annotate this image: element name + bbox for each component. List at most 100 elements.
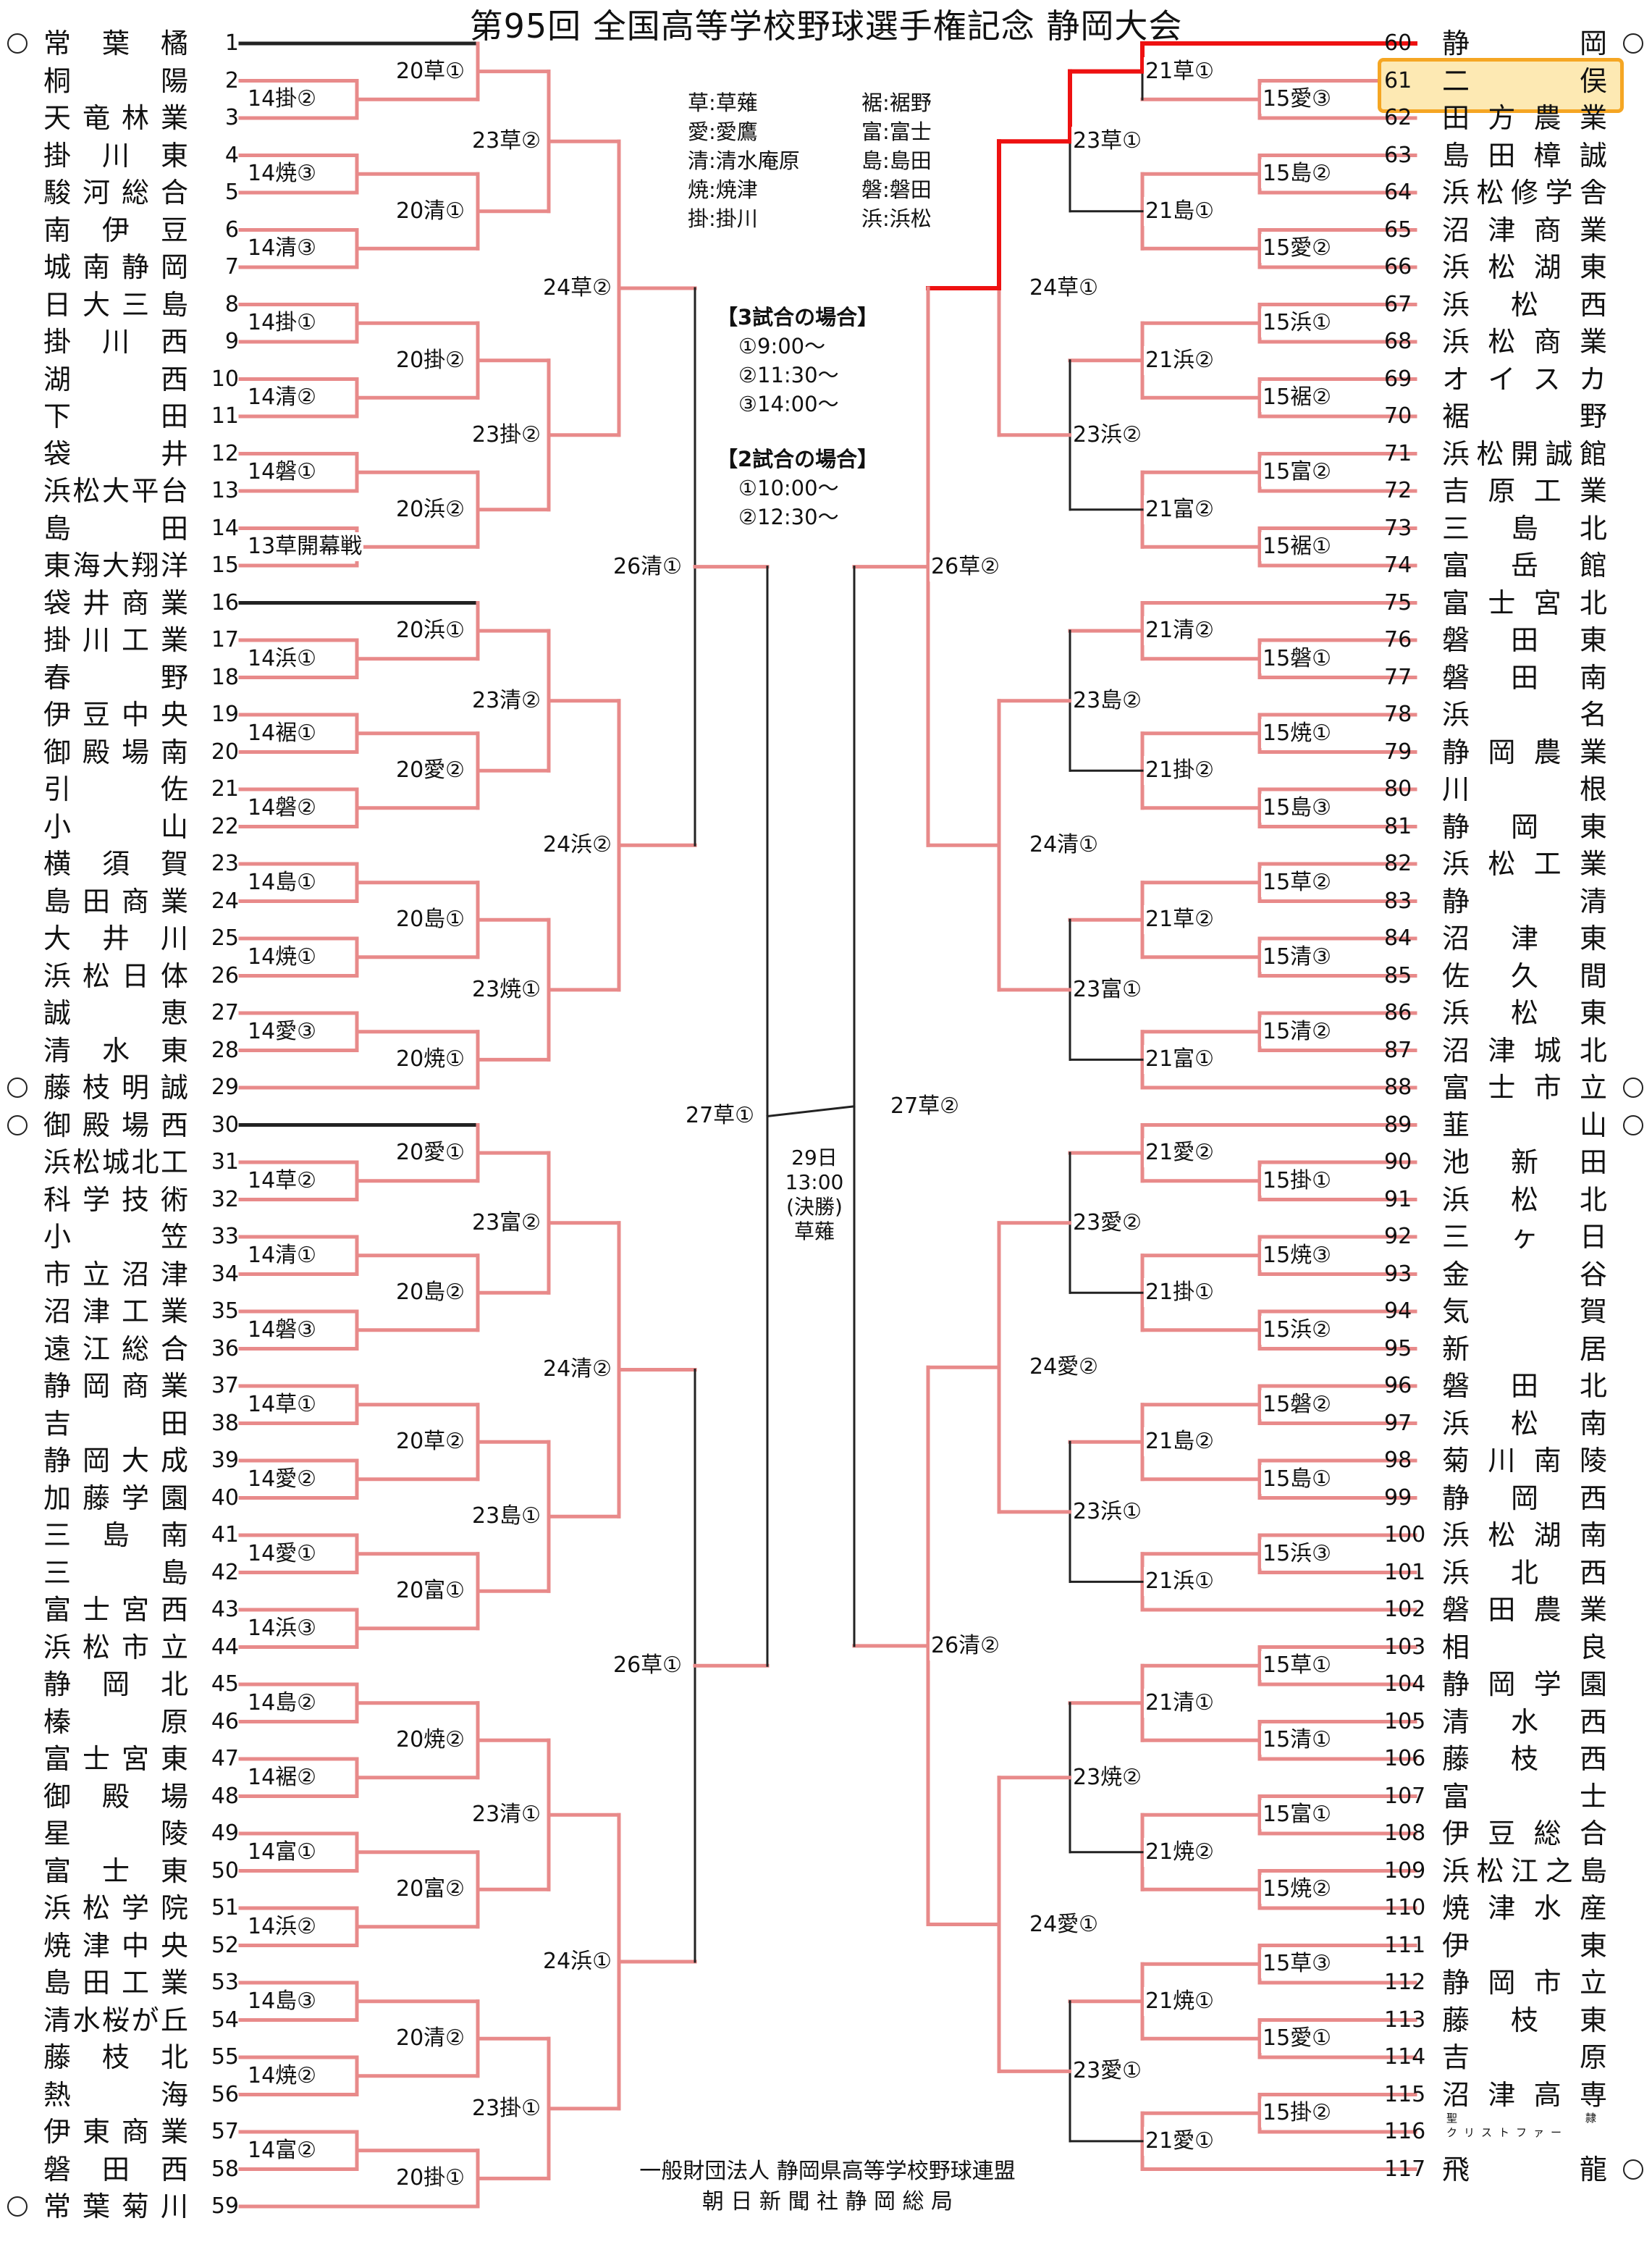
team-name-left: 富士東 xyxy=(43,1855,220,1887)
team-name-left: 藤枝北 xyxy=(43,2041,220,2073)
team-number: 76 xyxy=(1384,627,1412,652)
game-label-semifinal: 27草② xyxy=(889,1091,961,1121)
team-number: 84 xyxy=(1384,925,1412,951)
team-number: 16 xyxy=(211,589,239,616)
team-number: 108 xyxy=(1384,1820,1426,1846)
seed-circle-icon xyxy=(7,33,28,54)
team-name-left: 春野 xyxy=(43,661,279,694)
team-name-left: 駿河総合 xyxy=(43,177,201,209)
game-label-r2: 20掛② xyxy=(395,345,467,375)
game-label-r3: 23島② xyxy=(1071,686,1144,715)
game-label-r1: 15愛① xyxy=(1261,2024,1333,2054)
team-name-left: 静岡大成 xyxy=(43,1445,201,1477)
team-name-left: 藤枝明誠 xyxy=(43,1072,201,1104)
schedule-time: ②12:30〜 xyxy=(738,505,839,529)
team-name-right: 浜北西 xyxy=(1442,1556,1649,1589)
team-name-left: 横須賀 xyxy=(43,848,220,880)
team-number: 49 xyxy=(211,1820,239,1846)
game-label-r3: 23富① xyxy=(1071,975,1144,1004)
team-number: 59 xyxy=(211,2193,239,2219)
game-label-r2: 20島② xyxy=(395,1278,467,1308)
team-name-left: 桐陽 xyxy=(43,64,279,97)
team-name-right: 磐田農業 xyxy=(1442,1594,1626,1626)
team-number: 46 xyxy=(211,1708,239,1734)
team-name-right: 浜松東 xyxy=(1442,997,1649,1029)
team-number: 1 xyxy=(224,30,239,56)
game-label-r1: 15磐① xyxy=(1261,644,1333,673)
legend-row: 草:草薙裾:裾野 xyxy=(688,91,932,115)
team-number: 113 xyxy=(1384,2007,1426,2033)
team-name-right: 磐田南 xyxy=(1442,661,1649,694)
game-label-r1: 15島③ xyxy=(1261,793,1333,823)
team-number: 22 xyxy=(211,813,239,839)
game-label-r2: 20清① xyxy=(395,196,467,226)
team-number: 92 xyxy=(1384,1224,1412,1249)
bracket-line xyxy=(766,1105,856,1118)
schedule-time: ③14:00〜 xyxy=(738,392,839,416)
game-label-r1: 14裾① xyxy=(246,718,319,748)
game-label-r1: 14島② xyxy=(246,1688,319,1718)
game-label-r4: 24清① xyxy=(1028,831,1100,860)
seed-circle-icon xyxy=(1623,33,1643,54)
game-label-r2: 21愛② xyxy=(1144,1138,1216,1168)
team-number: 65 xyxy=(1384,217,1412,243)
game-label-r2: 20焼① xyxy=(395,1045,467,1075)
team-number: 4 xyxy=(224,142,239,168)
team-number: 109 xyxy=(1384,1857,1426,1883)
team-name-right: 富岳館 xyxy=(1442,550,1649,581)
game-label-r1: 15清③ xyxy=(1261,942,1333,972)
team-name-right: 焼津水産 xyxy=(1442,1892,1626,1924)
team-number: 82 xyxy=(1384,851,1412,876)
team-number: 55 xyxy=(211,2044,239,2070)
game-label-r1: 14磐③ xyxy=(246,1315,319,1345)
team-number: 88 xyxy=(1384,1075,1412,1100)
game-label-r1: 14草② xyxy=(246,1166,319,1196)
team-number: 8 xyxy=(224,291,239,317)
team-name-left: 袋井商業 xyxy=(43,587,201,619)
team-number: 24 xyxy=(211,888,239,914)
game-label-r2: 21草① xyxy=(1144,56,1216,86)
team-name-right: 韮山 xyxy=(1442,1109,1607,1141)
team-name-right: 沼津東 xyxy=(1442,923,1649,954)
team-number: 100 xyxy=(1384,1522,1426,1547)
team-name-right: 池新田 xyxy=(1442,1146,1649,1178)
game-label-r1: 14浜② xyxy=(246,1912,319,1941)
game-label-r4: 24愛① xyxy=(1028,1910,1100,1939)
game-label-r2: 20愛① xyxy=(395,1138,467,1168)
game-schedule: 【3試合の場合】 ①9:00〜 ②11:30〜 ③14:00〜 【2試合の場合】… xyxy=(717,303,878,532)
game-label-r3: 23島① xyxy=(471,1502,543,1532)
team-number: 14 xyxy=(211,515,239,541)
team-number: 27 xyxy=(211,1000,239,1025)
team-name-right: 金谷 xyxy=(1442,1258,1607,1290)
team-name-right: 気賀 xyxy=(1442,1295,1607,1327)
team-number: 10 xyxy=(211,366,239,392)
team-name-right: 島田樟誠 xyxy=(1442,139,1626,172)
schedule-time: ①10:00〜 xyxy=(738,476,839,500)
team-name-right: 静岡西 xyxy=(1442,1482,1649,1514)
team-name-left: 沼津工業 xyxy=(43,1295,201,1327)
team-name-left: 三島南 xyxy=(43,1519,220,1551)
team-number: 20 xyxy=(211,739,239,765)
game-label-r4: 24清② xyxy=(541,1355,614,1385)
team-number: 85 xyxy=(1384,962,1412,988)
seed-circle-icon xyxy=(1623,1114,1643,1135)
team-name-left: 御殿場西 xyxy=(43,1109,201,1141)
team-number: 68 xyxy=(1384,329,1412,354)
team-name-left: 伊東商業 xyxy=(43,2116,201,2148)
team-number: 31 xyxy=(211,1149,239,1175)
game-label-r1: 15磐② xyxy=(1261,1390,1333,1419)
game-label-r1: 14愛③ xyxy=(246,1017,319,1046)
game-label-r1: 15焼① xyxy=(1261,718,1333,748)
legend-row: 掛:掛川浜:浜松 xyxy=(688,206,932,231)
team-name-right: 静岡 xyxy=(1442,28,1607,59)
team-name-right: 相良 xyxy=(1442,1631,1607,1663)
team-name-left: 焼津中央 xyxy=(43,1929,201,1962)
team-number: 26 xyxy=(211,962,239,988)
team-name-right: 静岡学園 xyxy=(1442,1668,1626,1700)
game-label-r1: 14島③ xyxy=(246,1986,319,2016)
team-name-left: 磐田西 xyxy=(43,2153,220,2185)
game-label-r5: 26草① xyxy=(612,1651,684,1681)
team-name-left: 吉田 xyxy=(43,1407,279,1440)
team-number: 115 xyxy=(1384,2081,1426,2107)
final-game-info: 29日 13:00 (決勝) 草薙 xyxy=(778,1146,851,1244)
